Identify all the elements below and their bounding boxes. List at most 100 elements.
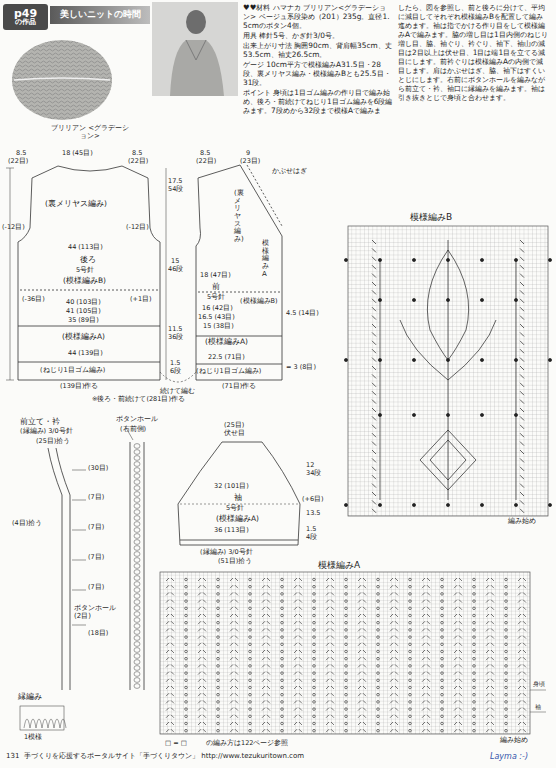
yarn-over <box>249 679 252 682</box>
stitch-symbol <box>454 708 462 711</box>
stitch-symbol <box>166 643 174 646</box>
yarn-over <box>505 593 508 596</box>
stitch-symbol <box>518 672 526 675</box>
stitch-dot <box>378 503 381 506</box>
yarn-over <box>313 657 316 660</box>
cable-stroke <box>372 408 524 412</box>
yarn-over <box>217 643 220 646</box>
stitch-symbol <box>518 686 526 689</box>
stitch-dot <box>412 358 415 361</box>
stitch-symbol <box>326 679 334 682</box>
stitch-symbol <box>198 607 206 610</box>
stitch-symbol <box>294 672 302 675</box>
stitch-symbol <box>390 686 398 689</box>
chain-stitch <box>134 498 140 503</box>
dimension-label: 5号針 <box>76 267 94 274</box>
edging-stitch <box>48 719 54 728</box>
yarn-over <box>249 686 252 689</box>
stitch-dot <box>412 298 415 301</box>
stitch-symbol <box>230 729 238 732</box>
stitch-symbol <box>422 686 430 689</box>
stitch-dot <box>480 358 483 361</box>
stitch-symbol <box>198 708 206 711</box>
yarn-over <box>185 600 188 603</box>
stitch-symbol <box>390 650 398 653</box>
stitch-symbol <box>422 672 430 675</box>
stitch-symbol <box>358 621 366 624</box>
stitch-symbol <box>358 679 366 682</box>
stitch-dot <box>548 258 551 261</box>
stitch-dot <box>480 258 483 261</box>
dimension-label: 身頃 <box>533 681 545 688</box>
stitch-symbol <box>326 578 334 581</box>
yarn-over <box>313 701 316 704</box>
yarn-over <box>505 585 508 588</box>
dimension-label: (7目) <box>88 524 104 531</box>
stitch-symbol <box>358 636 366 639</box>
yarn-over <box>249 621 252 624</box>
stitch-symbol <box>486 614 494 617</box>
stitch-symbol <box>390 592 398 595</box>
instruction-text: ポイント 身頃は1目ゴム編みの作り目で編み始め、後ろ・前続けてねじり1目ゴム編み… <box>243 88 393 115</box>
yarn-over <box>441 686 444 689</box>
stitch-symbol <box>326 672 334 675</box>
stitch-symbol <box>230 585 238 588</box>
chain-stitch <box>134 468 140 473</box>
yarn-over <box>249 636 252 639</box>
stitch-symbol <box>198 650 206 653</box>
yarn-over <box>441 614 444 617</box>
cable-stroke <box>372 442 524 446</box>
stitch-symbol <box>326 657 334 660</box>
yarn-over <box>313 693 316 696</box>
yarn-over <box>473 636 476 639</box>
dimension-label: 40 (103目) <box>66 299 101 306</box>
stitch-symbol <box>326 636 334 639</box>
stitch-symbol <box>518 636 526 639</box>
stitch-symbol <box>390 607 398 610</box>
stitch-symbol <box>454 664 462 667</box>
yarn-over <box>249 715 252 718</box>
dimension-label: 模様編みB <box>410 212 452 222</box>
yarn-over <box>505 607 508 610</box>
chain-stitch <box>134 492 140 497</box>
instruction-text: ♥♥材料 ハマナカ ブリリアン<グラデーション> ベージュ系段染め（201）23… <box>243 3 393 30</box>
stitch-symbol <box>262 650 270 653</box>
page-tag: p49の作品 <box>3 4 48 30</box>
yarn-over <box>441 650 444 653</box>
cable-stroke <box>372 324 524 328</box>
stitch-symbol <box>518 657 526 660</box>
stitch-symbol <box>166 715 174 718</box>
edging-stitch <box>60 719 66 728</box>
yarn-over <box>377 643 380 646</box>
dimension-label: 34段 <box>306 470 321 477</box>
stitch-symbol <box>518 664 526 667</box>
stitch-symbol <box>230 708 238 711</box>
stitch-symbol <box>486 592 494 595</box>
yarn-over <box>313 621 316 624</box>
dimension-label: (7目) <box>88 554 104 561</box>
stitch-symbol <box>422 650 430 653</box>
chain-stitch <box>134 480 140 485</box>
dimension-label: 8.5 <box>132 150 142 157</box>
yarn-over <box>505 657 508 660</box>
dimension-label: 46段 <box>168 266 183 273</box>
stitch-symbol <box>166 708 174 711</box>
dimension-label: (51目)拾う <box>218 558 252 565</box>
stitch-symbol <box>486 715 494 718</box>
yarn-over <box>473 650 476 653</box>
dimension-label: 前立て・衿 <box>20 417 60 426</box>
yarn-over <box>185 715 188 718</box>
yarn-over <box>473 578 476 581</box>
yarn-over <box>473 643 476 646</box>
yarn-over <box>313 600 316 603</box>
dimension-label: 18 (47目) <box>200 272 231 279</box>
chain-stitch <box>134 474 140 479</box>
stitch-symbol <box>358 614 366 617</box>
yarn-over <box>441 715 444 718</box>
dimension-label: 編み始め <box>500 737 528 744</box>
stitch-symbol <box>294 722 302 725</box>
dimension-label: (模様編みA) <box>62 333 105 342</box>
stitch-symbol <box>454 600 462 603</box>
stitch-symbol <box>166 700 174 703</box>
stitch-symbol <box>454 628 462 631</box>
